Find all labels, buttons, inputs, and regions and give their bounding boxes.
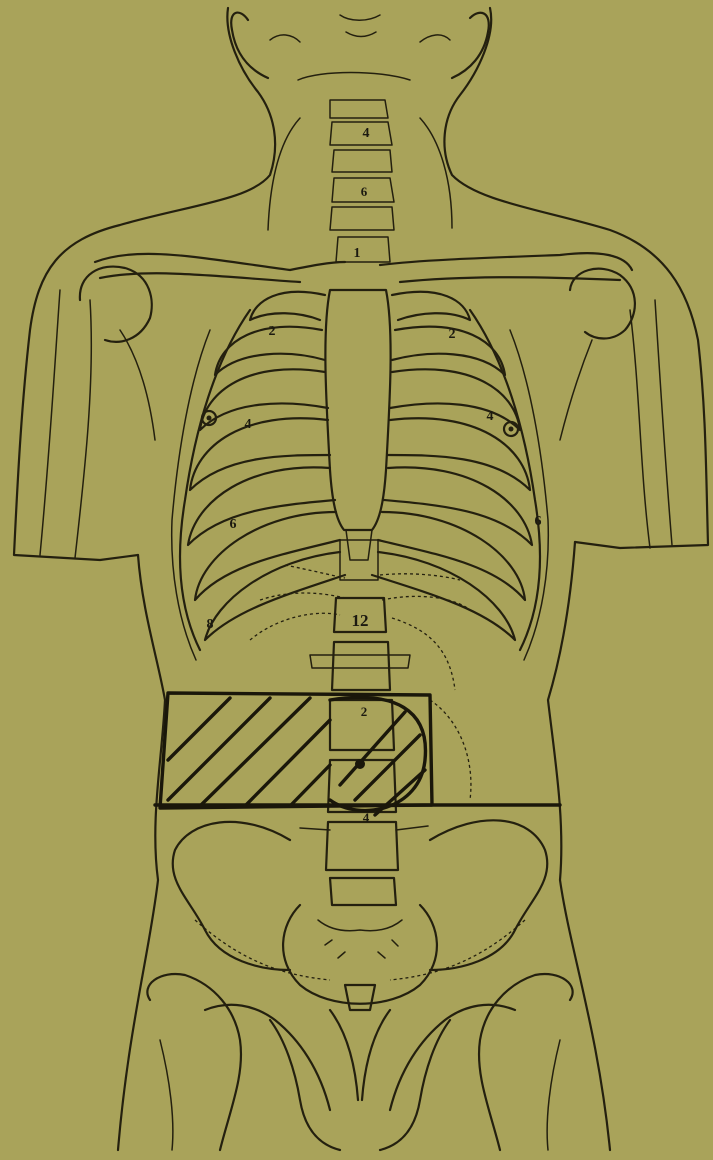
label-thoracic-12: 12 <box>352 611 369 630</box>
label-rib-6-left: 6 <box>535 514 542 529</box>
label-rib-4-right: 4 <box>245 417 252 432</box>
nipple-right-center <box>207 416 212 421</box>
pelvis <box>173 820 548 1010</box>
label-lumbar-2: 2 <box>361 704 368 719</box>
label-rib-8-right: 8 <box>207 617 214 632</box>
body-outline <box>14 8 708 1150</box>
cervical-spine <box>268 100 452 262</box>
label-lumbar-4: 4 <box>363 810 370 825</box>
shoulder-girdle <box>80 253 635 440</box>
head <box>231 13 489 80</box>
label-rib-6-right: 6 <box>230 517 237 532</box>
lumbar-spine <box>300 540 428 905</box>
sternum <box>325 290 390 560</box>
label-cervical-4: 4 <box>363 126 370 141</box>
label-rib-2-left: 2 <box>449 327 456 342</box>
hips-femurs <box>147 974 572 1150</box>
label-cervical-6: 6 <box>361 184 368 199</box>
label-thoracic-1: 1 <box>354 246 361 261</box>
ribcage-right <box>172 292 345 660</box>
label-rib-2-right: 2 <box>269 324 276 339</box>
nipple-left-center <box>509 427 514 432</box>
hatched-region <box>155 693 560 815</box>
label-rib-4-left: 4 <box>487 409 494 424</box>
